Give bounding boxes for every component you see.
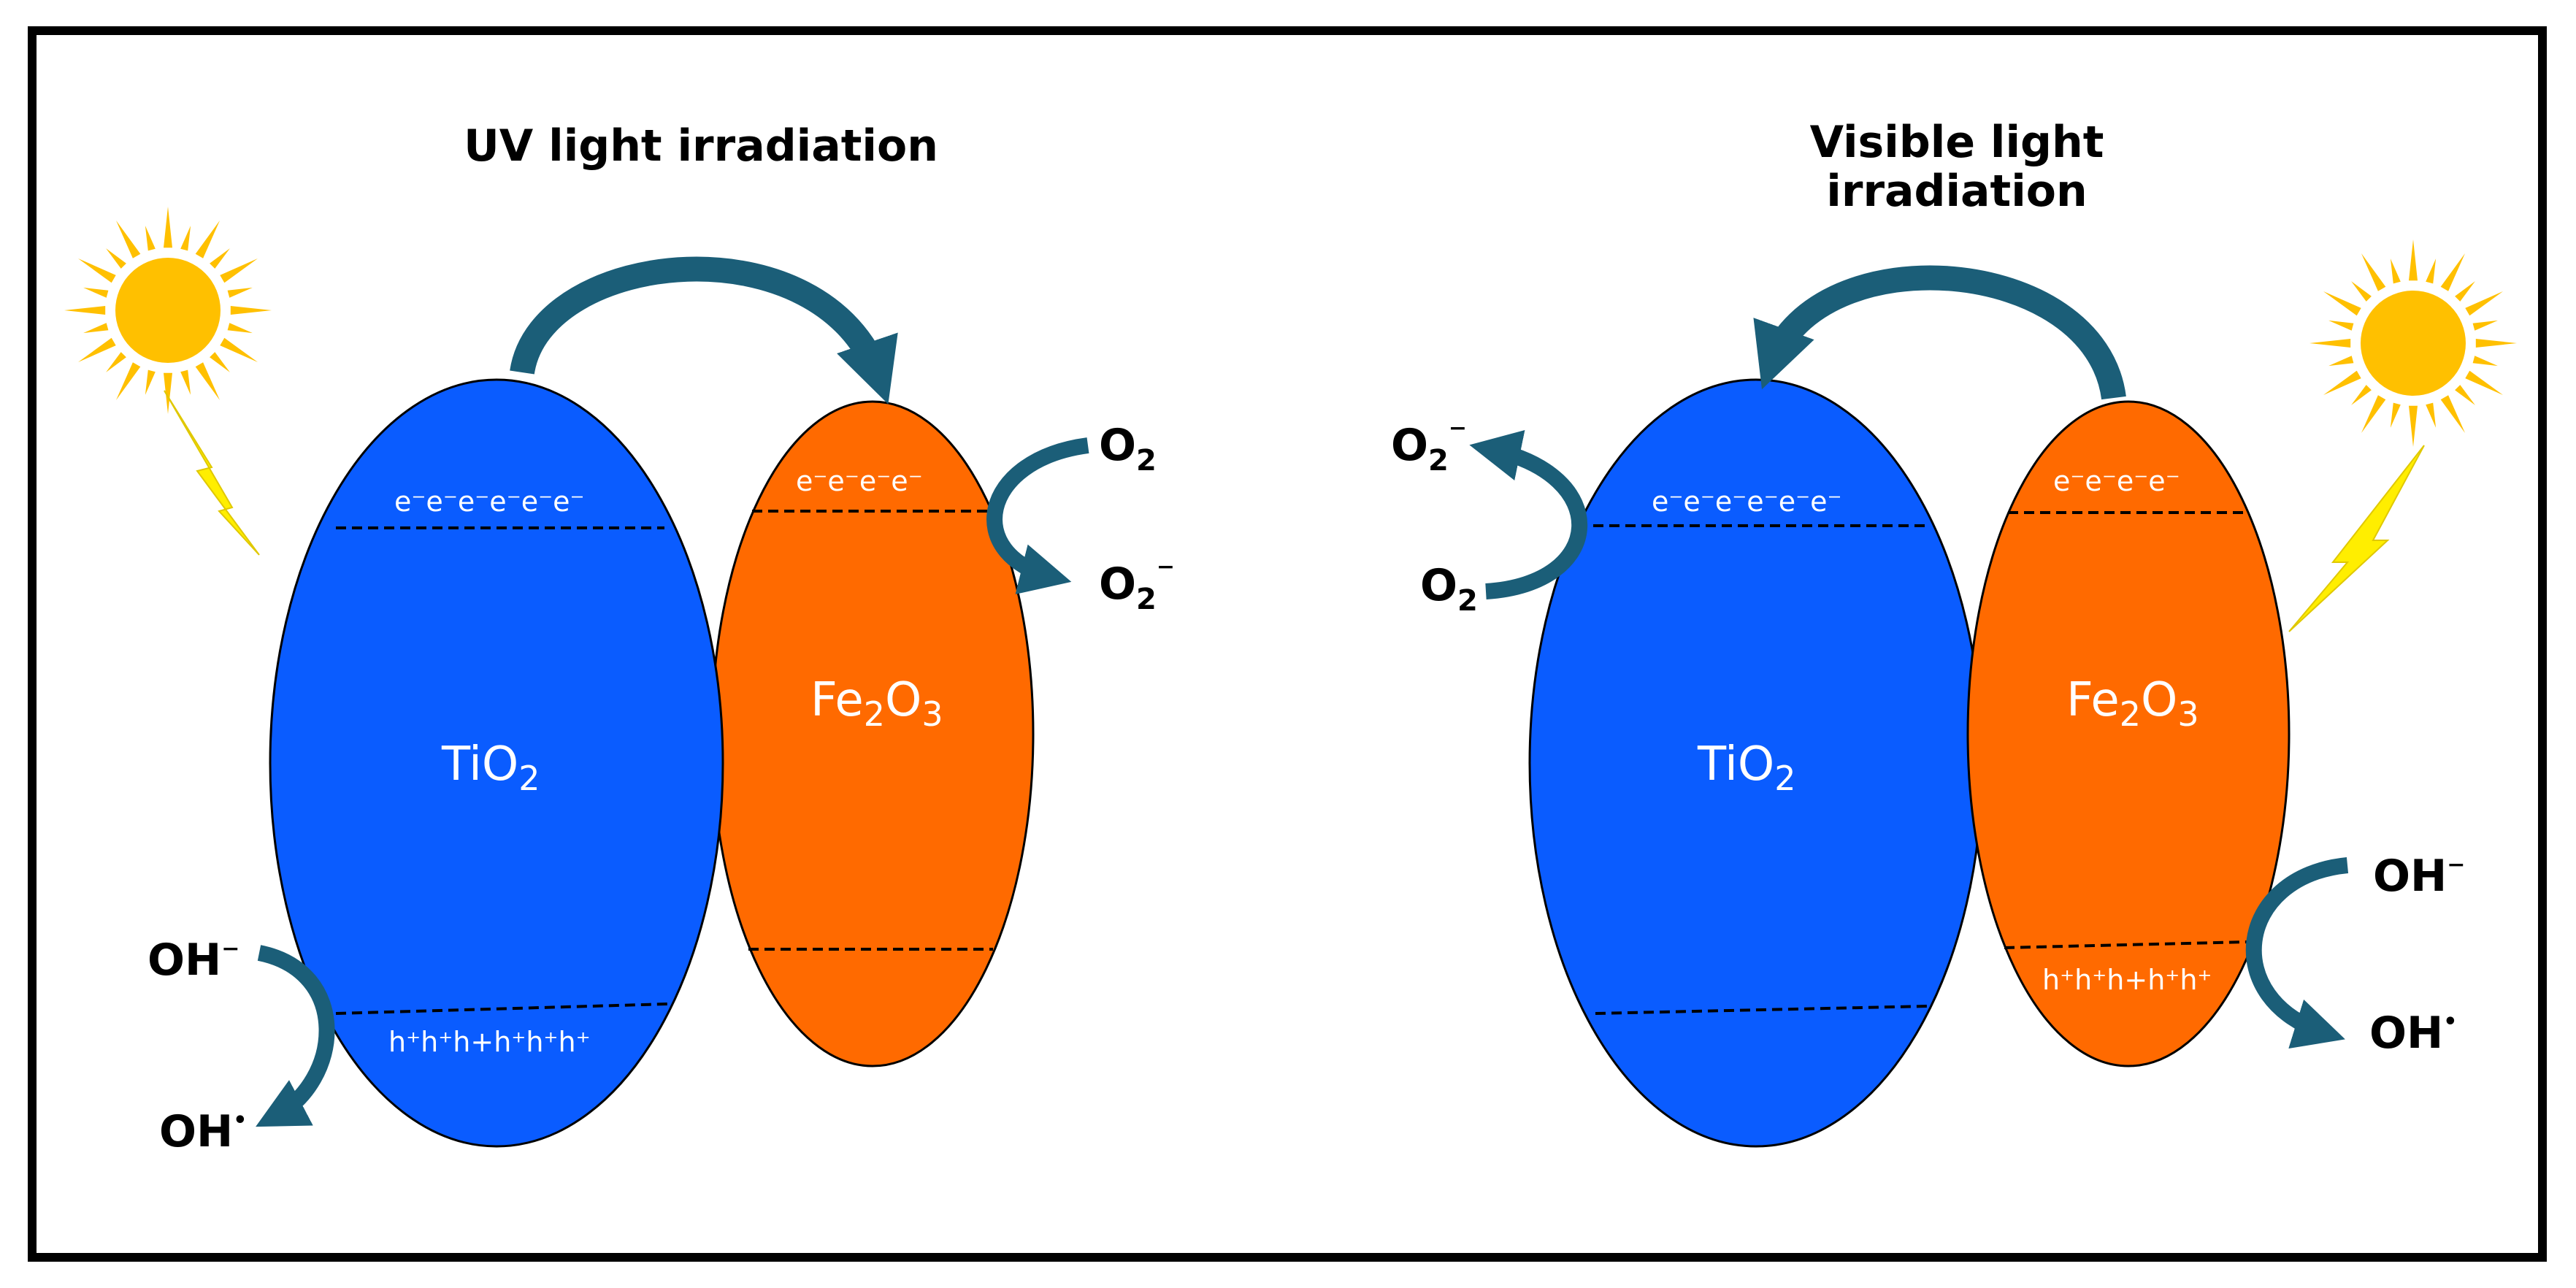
lightning-icon — [2288, 445, 2425, 632]
o2-reactant: O2 — [1099, 420, 1157, 478]
sun-ray — [2323, 370, 2361, 395]
tio2-vb-holes: h⁺h⁺h+h⁺h⁺h⁺ — [388, 1026, 591, 1058]
sun-ray — [83, 323, 109, 334]
fe2o3-cb-electrons: e⁻e⁻e⁻e⁻ — [796, 465, 923, 497]
sun-ray — [2455, 385, 2475, 405]
tio2-label: TiO2 — [441, 737, 540, 798]
sun-ray — [227, 287, 253, 298]
oh-oxidation-arrow — [2245, 857, 2349, 1049]
sun-ray — [195, 362, 220, 400]
sun-ray — [180, 226, 191, 251]
tio2-vb-line — [1595, 1005, 1928, 1015]
curved-arrow-icon — [510, 256, 898, 405]
sun-ray — [220, 337, 258, 362]
hydroxide-reactant: OH− — [2373, 851, 2465, 902]
sun-ray — [2440, 395, 2465, 433]
sun-ray — [64, 306, 106, 315]
sun-ray — [164, 372, 172, 414]
sun-ray — [210, 248, 230, 269]
sun-ray — [195, 221, 220, 258]
o2-reduction-arrow — [986, 437, 1089, 594]
sun-ray — [2323, 291, 2361, 316]
sun-ray — [230, 306, 272, 315]
tio2-ellipse — [269, 378, 724, 1148]
panel-visible: Visible light irradiation e⁻e⁻e⁻e⁻e⁻e⁻ e… — [1391, 117, 2517, 1148]
fe2o3-vb-holes: h⁺h⁺h+h⁺h⁺ — [2042, 964, 2212, 996]
sun-ray — [2351, 385, 2372, 405]
tio2-cb-electrons: e⁻e⁻e⁻e⁻e⁻e⁻ — [394, 486, 585, 518]
sun-ray — [2409, 239, 2418, 281]
sun-ray — [2465, 370, 2503, 395]
fe2o3-cb-electrons: e⁻e⁻e⁻e⁻ — [2053, 465, 2180, 497]
sun-ray — [2475, 339, 2517, 348]
o2-reduction-arrow — [1469, 430, 1588, 599]
sun-ray — [164, 207, 172, 248]
sun-ray — [180, 369, 191, 395]
hydroxyl-radical-product: OH• — [159, 1106, 247, 1157]
hydroxyl-radical-product: OH• — [2369, 1008, 2457, 1059]
sun-ray — [116, 221, 141, 258]
sun-ray — [2472, 356, 2498, 367]
tio2-vb-line — [335, 1003, 669, 1015]
sun-ray — [78, 337, 116, 362]
curved-arrow-icon — [1753, 265, 2126, 400]
fe2o3-ellipse — [1966, 400, 2291, 1067]
fe2o3-ellipse — [710, 400, 1035, 1067]
sun-ray — [2309, 339, 2351, 348]
sun-ray — [106, 352, 126, 372]
sun-ray — [83, 287, 109, 298]
hydroxide-reactant: OH− — [147, 935, 239, 986]
sun-icon — [2309, 239, 2517, 447]
fe2o3-label: Fe2O3 — [2066, 673, 2199, 734]
sun-ray — [116, 362, 141, 400]
sun-ray — [2472, 320, 2498, 331]
lightning-icon — [164, 390, 260, 556]
sun-ray — [2465, 291, 2503, 316]
sun-ray — [2361, 395, 2386, 433]
oh-oxidation-arrow — [256, 945, 335, 1127]
superoxide-product: O2− — [1099, 554, 1175, 616]
fe2o3-label: Fe2O3 — [810, 673, 943, 734]
sun-ray — [2455, 281, 2475, 302]
sun-ray — [210, 352, 230, 372]
fe2o3-vb-line — [2004, 940, 2248, 949]
sun-ray — [78, 258, 116, 283]
panel-visible-title: Visible light — [1810, 117, 2104, 168]
sun-ray — [2426, 402, 2437, 428]
sun-ray — [2328, 320, 2354, 331]
panel-visible-title-line2: irradiation — [1826, 166, 2087, 217]
tio2-label: TiO2 — [1697, 737, 1796, 798]
o2-reactant: O2 — [1420, 560, 1478, 618]
sun-ray — [2328, 356, 2354, 367]
sun-ray — [2409, 405, 2418, 447]
sun-ray — [2361, 253, 2386, 291]
sun-ray — [2351, 281, 2372, 302]
sun-ray — [227, 323, 253, 334]
sun-ray — [2440, 253, 2465, 291]
sun-ray — [106, 248, 126, 269]
sun-ray — [220, 258, 258, 283]
panel-uv-title: UV light irradiation — [464, 120, 938, 172]
sun-ray — [2390, 258, 2401, 284]
sun-ray — [2390, 402, 2401, 428]
panel-uv: UV light irradiation e⁻e⁻e⁻e⁻e⁻e⁻ h⁺h⁺h+… — [64, 120, 1175, 1157]
sun-ray — [2426, 258, 2437, 284]
sun-ray — [145, 226, 156, 251]
superoxide-product: O2− — [1391, 415, 1467, 478]
tio2-cb-electrons: e⁻e⁻e⁻e⁻e⁻e⁻ — [1652, 486, 1842, 518]
sun-icon — [64, 207, 272, 414]
sun-ray — [145, 369, 156, 395]
